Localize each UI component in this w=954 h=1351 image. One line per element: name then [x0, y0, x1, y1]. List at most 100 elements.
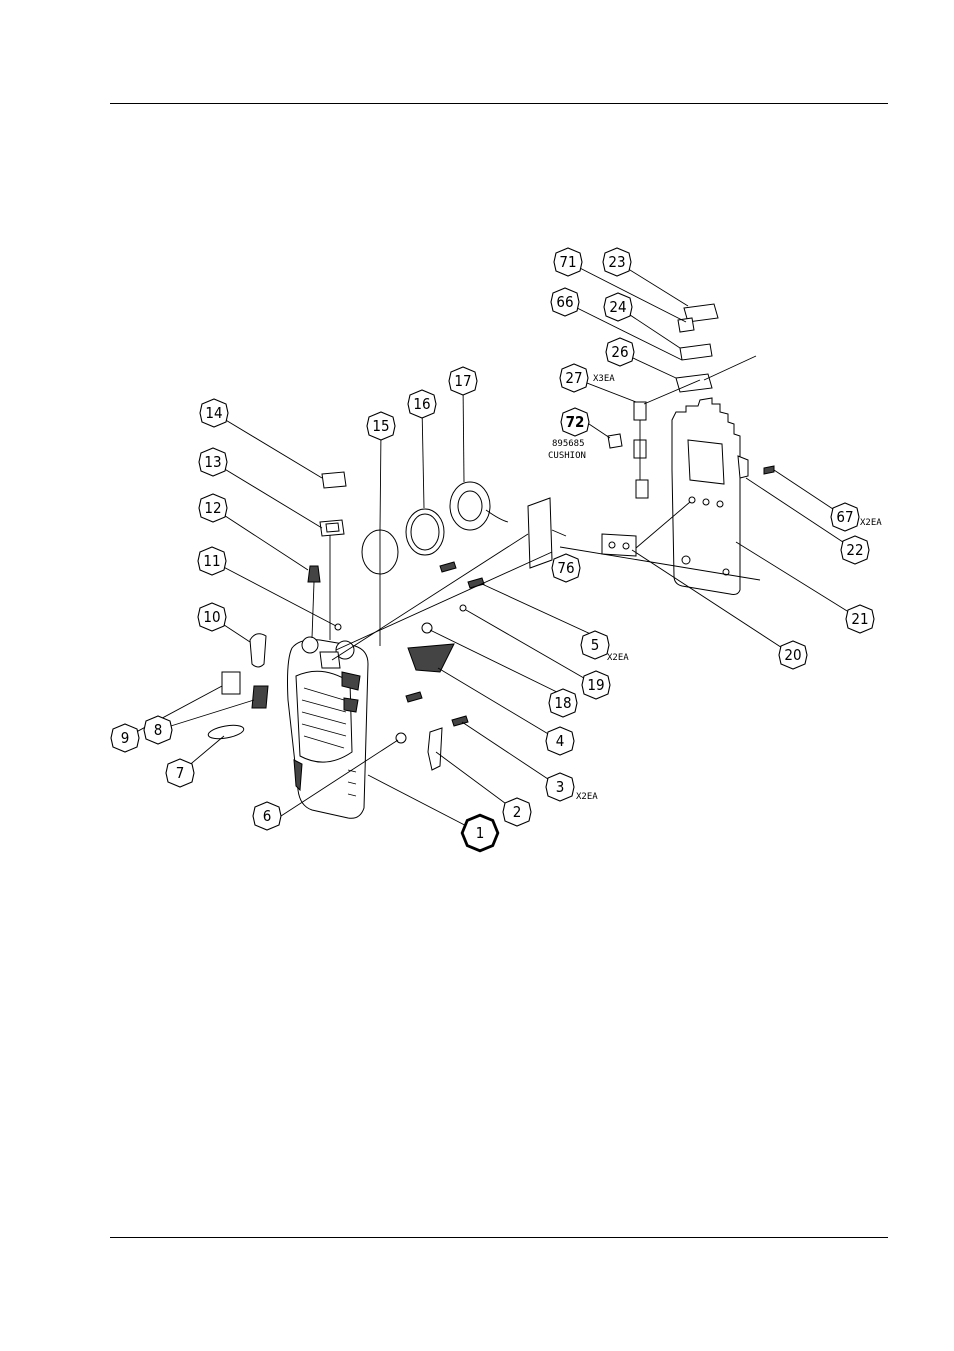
balloon-67: 67 — [830, 502, 860, 532]
housing-part — [287, 636, 369, 819]
balloon-8: 8 — [143, 715, 173, 745]
balloon-18: 18 — [548, 688, 578, 718]
svg-text:24: 24 — [609, 298, 626, 316]
window-frame-part — [319, 519, 345, 537]
svg-text:18: 18 — [554, 694, 571, 712]
balloon-76: 76 — [551, 553, 581, 583]
balloon-27: 27 — [559, 363, 589, 393]
svg-text:21: 21 — [851, 610, 868, 628]
balloon-9: 9 — [110, 723, 140, 753]
svg-text:2: 2 — [513, 803, 522, 821]
balloon-14: 14 — [199, 398, 229, 428]
balloon-12: 12 — [198, 493, 228, 523]
side-pad-part — [207, 724, 245, 740]
shield-23 — [683, 303, 719, 323]
svg-text:3: 3 — [556, 778, 565, 796]
bracket-20 — [601, 533, 637, 557]
clip-part — [427, 727, 443, 771]
balloon-7: 7 — [165, 758, 195, 788]
speaker-cone — [457, 490, 483, 522]
svg-text:5: 5 — [591, 636, 600, 654]
sheet-71 — [677, 317, 695, 333]
balloon-23: 23 — [602, 247, 632, 277]
speaker-ring-inner — [410, 513, 440, 551]
svg-text:16: 16 — [413, 395, 430, 413]
balloon-1: 1 — [460, 813, 500, 853]
screw-5a — [439, 561, 457, 573]
cushion-part — [607, 433, 623, 449]
screw-3a — [405, 691, 423, 703]
balloon-66: 66 — [550, 287, 580, 317]
svg-text:23: 23 — [608, 253, 625, 271]
latch-part — [407, 643, 455, 673]
svg-text:67: 67 — [836, 508, 853, 526]
svg-text:72: 72 — [566, 413, 585, 431]
balloon-21: 21 — [845, 604, 875, 634]
svg-text:12: 12 — [204, 499, 221, 517]
svg-text:7: 7 — [176, 764, 185, 782]
svg-text:66: 66 — [556, 293, 573, 311]
balloon-24: 24 — [603, 292, 633, 322]
pin-part — [334, 623, 342, 631]
svg-text:1: 1 — [476, 824, 485, 842]
balloon-4: 4 — [545, 726, 575, 756]
balloon-26: 26 — [605, 337, 635, 367]
balloon-71: 71 — [553, 247, 583, 277]
balloon-11: 11 — [197, 546, 227, 576]
screw-19 — [459, 604, 467, 612]
svg-text:14: 14 — [205, 404, 222, 422]
side-key-part — [251, 685, 269, 709]
svg-text:71: 71 — [559, 253, 576, 271]
ptt-button-part — [249, 633, 267, 668]
screw-3b — [451, 715, 469, 727]
clip-27a — [633, 401, 647, 421]
balloon-2: 2 — [502, 797, 532, 827]
svg-text:19: 19 — [587, 676, 604, 694]
balloon-13: 13 — [198, 447, 228, 477]
svg-text:17: 17 — [454, 372, 471, 390]
knob-part — [307, 565, 321, 583]
svg-text:6: 6 — [263, 807, 272, 825]
balloon-6: 6 — [252, 801, 282, 831]
balloon-17: 17 — [448, 366, 478, 396]
svg-text:22: 22 — [846, 541, 863, 559]
svg-text:20: 20 — [784, 646, 801, 664]
svg-text:26: 26 — [611, 343, 628, 361]
svg-text:13: 13 — [204, 453, 221, 471]
chassis-part — [671, 397, 749, 595]
footer-rule — [110, 1237, 888, 1238]
washer-6 — [395, 732, 407, 744]
nut-18 — [421, 622, 433, 634]
note-x3ea: X3EA — [593, 374, 615, 384]
header-rule — [110, 103, 888, 104]
svg-text:11: 11 — [203, 552, 220, 570]
pad-part — [527, 497, 553, 569]
svg-text:4: 4 — [556, 732, 565, 750]
note-part-number: 895685 — [552, 439, 585, 449]
leader-lines — [124, 261, 861, 834]
clip-27c — [635, 479, 649, 499]
svg-text:76: 76 — [557, 559, 574, 577]
svg-text:9: 9 — [121, 729, 130, 747]
note-x2ea-5: X2EA — [607, 653, 629, 663]
balloon-19: 19 — [581, 670, 611, 700]
window-label-part — [321, 471, 347, 489]
note-x2ea-67: X2EA — [860, 518, 882, 528]
svg-text:8: 8 — [154, 721, 163, 739]
svg-text:15: 15 — [372, 417, 389, 435]
plate-24 — [679, 343, 713, 361]
bracket-part — [221, 671, 241, 695]
balloon-15: 15 — [366, 411, 396, 441]
balloon-10: 10 — [197, 602, 227, 632]
svg-text:27: 27 — [565, 369, 582, 387]
screw-67 — [763, 465, 775, 475]
balloon-72: 72 — [560, 407, 590, 437]
balloon-3: 3 — [545, 772, 575, 802]
note-cushion: CUSHION — [548, 451, 586, 461]
balloon-16: 16 — [407, 389, 437, 419]
balloon-5: 5 — [580, 630, 610, 660]
svg-text:10: 10 — [203, 608, 220, 626]
balloon-20: 20 — [778, 640, 808, 670]
balloon-22: 22 — [840, 535, 870, 565]
